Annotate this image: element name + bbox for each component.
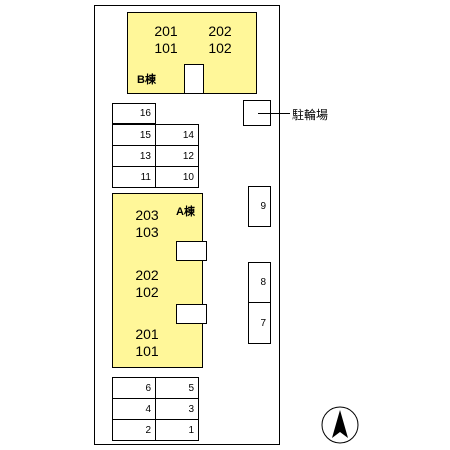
parking-space-7: 7 xyxy=(248,302,271,344)
building-a-room-202: 202 xyxy=(135,267,159,283)
north-arrow-icon xyxy=(321,406,359,444)
building-a xyxy=(112,193,203,368)
building-a-room-203: 203 xyxy=(135,207,159,223)
bike-parking-label: 駐輪場 xyxy=(292,108,329,122)
bike-parking-leader-line xyxy=(258,113,290,114)
parking-space-13: 13 xyxy=(112,145,156,167)
parking-space-5: 5 xyxy=(155,377,199,399)
parking-space-4: 4 xyxy=(112,398,156,420)
building-a-room-102: 102 xyxy=(135,284,159,300)
building-b-room-101: 101 xyxy=(154,40,178,56)
building-b-room-202: 202 xyxy=(208,23,232,39)
parking-space-15: 15 xyxy=(112,124,156,146)
parking-space-14: 14 xyxy=(155,124,199,146)
building-a-room-103: 103 xyxy=(135,224,159,240)
parking-space-9: 9 xyxy=(248,186,271,227)
parking-space-12: 12 xyxy=(155,145,199,167)
building-a-entrance-lower xyxy=(176,304,207,324)
parking-space-11: 11 xyxy=(112,166,156,188)
parking-space-2: 2 xyxy=(112,419,156,441)
parking-space-16: 16 xyxy=(112,103,156,124)
building-a-room-201: 201 xyxy=(135,326,159,342)
parking-space-8: 8 xyxy=(248,262,271,303)
building-b-room-102: 102 xyxy=(208,40,232,56)
parking-space-3: 3 xyxy=(155,398,199,420)
building-b-entrance xyxy=(184,64,204,94)
parking-space-1: 1 xyxy=(155,419,199,441)
building-b-label: B棟 xyxy=(137,74,156,86)
building-a-entrance-upper xyxy=(176,241,207,261)
parking-space-6: 6 xyxy=(112,377,156,399)
building-a-room-101: 101 xyxy=(135,343,159,359)
parking-space-10: 10 xyxy=(155,166,199,188)
building-a-label: A棟 xyxy=(176,206,195,218)
building-b-room-201: 201 xyxy=(154,23,178,39)
